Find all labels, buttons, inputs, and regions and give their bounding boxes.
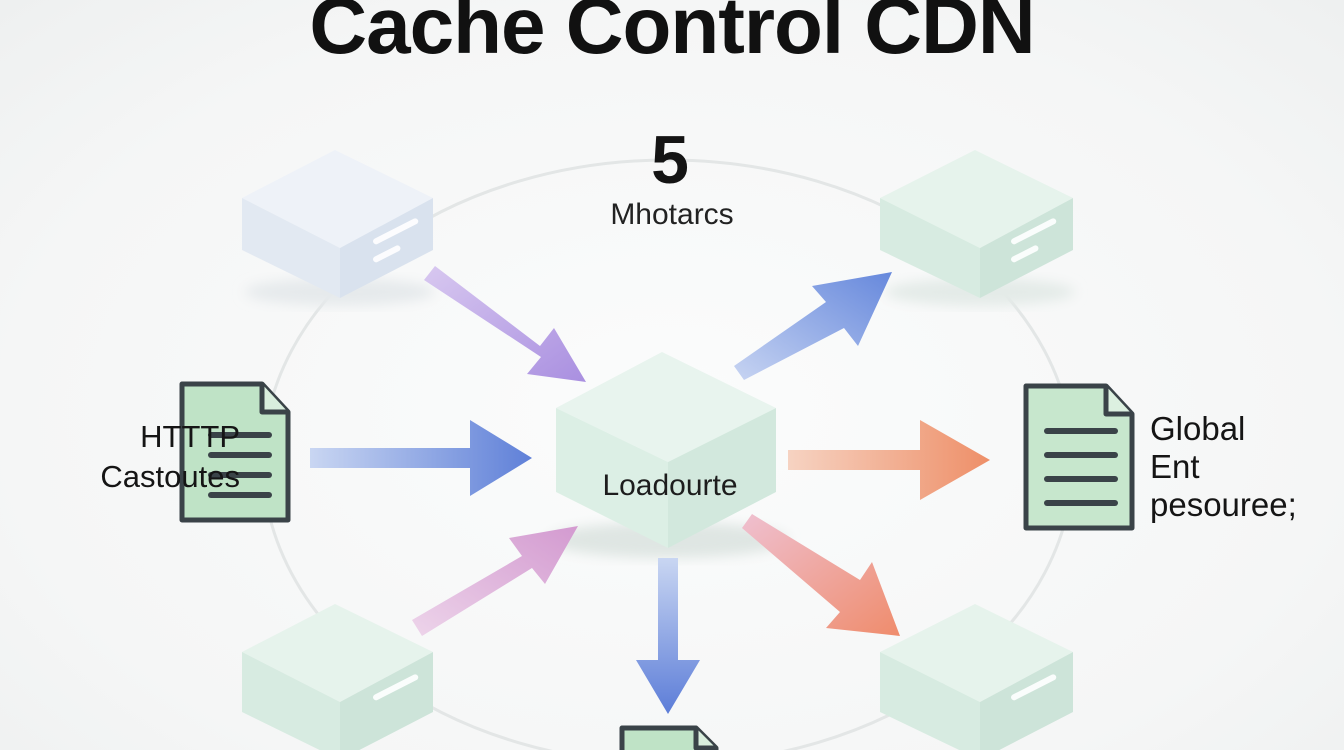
arrow-bottom-left-in bbox=[412, 526, 578, 636]
page-title: Cache Control CDN bbox=[309, 0, 1035, 70]
left-document-line: HTTTP bbox=[140, 419, 240, 454]
node-top-left-icon bbox=[242, 150, 435, 306]
center-node-icon bbox=[548, 352, 788, 558]
right-document-label: Global Ent pesouree; bbox=[1150, 410, 1297, 524]
arrow-right-out bbox=[788, 420, 990, 500]
right-document-line: Global bbox=[1150, 410, 1246, 447]
center-node-label: Loadourte bbox=[602, 469, 738, 502]
right-document-icon bbox=[1023, 383, 1135, 531]
arrow-top-right-out bbox=[734, 272, 892, 380]
left-document-line: Castoutes bbox=[100, 459, 240, 494]
arrow-down-out bbox=[636, 558, 700, 714]
bottom-document-icon bbox=[619, 725, 719, 750]
left-document-label: HTTTP Castoutes bbox=[40, 417, 240, 497]
arrow-bottom-right-out bbox=[742, 514, 900, 636]
node-bottom-right-icon bbox=[880, 604, 1073, 750]
right-document-line: Ent bbox=[1150, 448, 1200, 485]
metric-label: Mhotarcs bbox=[610, 198, 734, 231]
arrow-left-in bbox=[310, 420, 532, 496]
node-bottom-left-icon bbox=[242, 604, 433, 750]
left-document-icon bbox=[179, 381, 291, 523]
metric-value: 5 bbox=[0, 126, 1344, 194]
right-document-line: pesouree; bbox=[1150, 486, 1297, 523]
metric-value-text: 5 bbox=[651, 122, 689, 198]
node-top-right-icon bbox=[880, 150, 1075, 306]
arrow-top-left-in bbox=[424, 266, 586, 382]
